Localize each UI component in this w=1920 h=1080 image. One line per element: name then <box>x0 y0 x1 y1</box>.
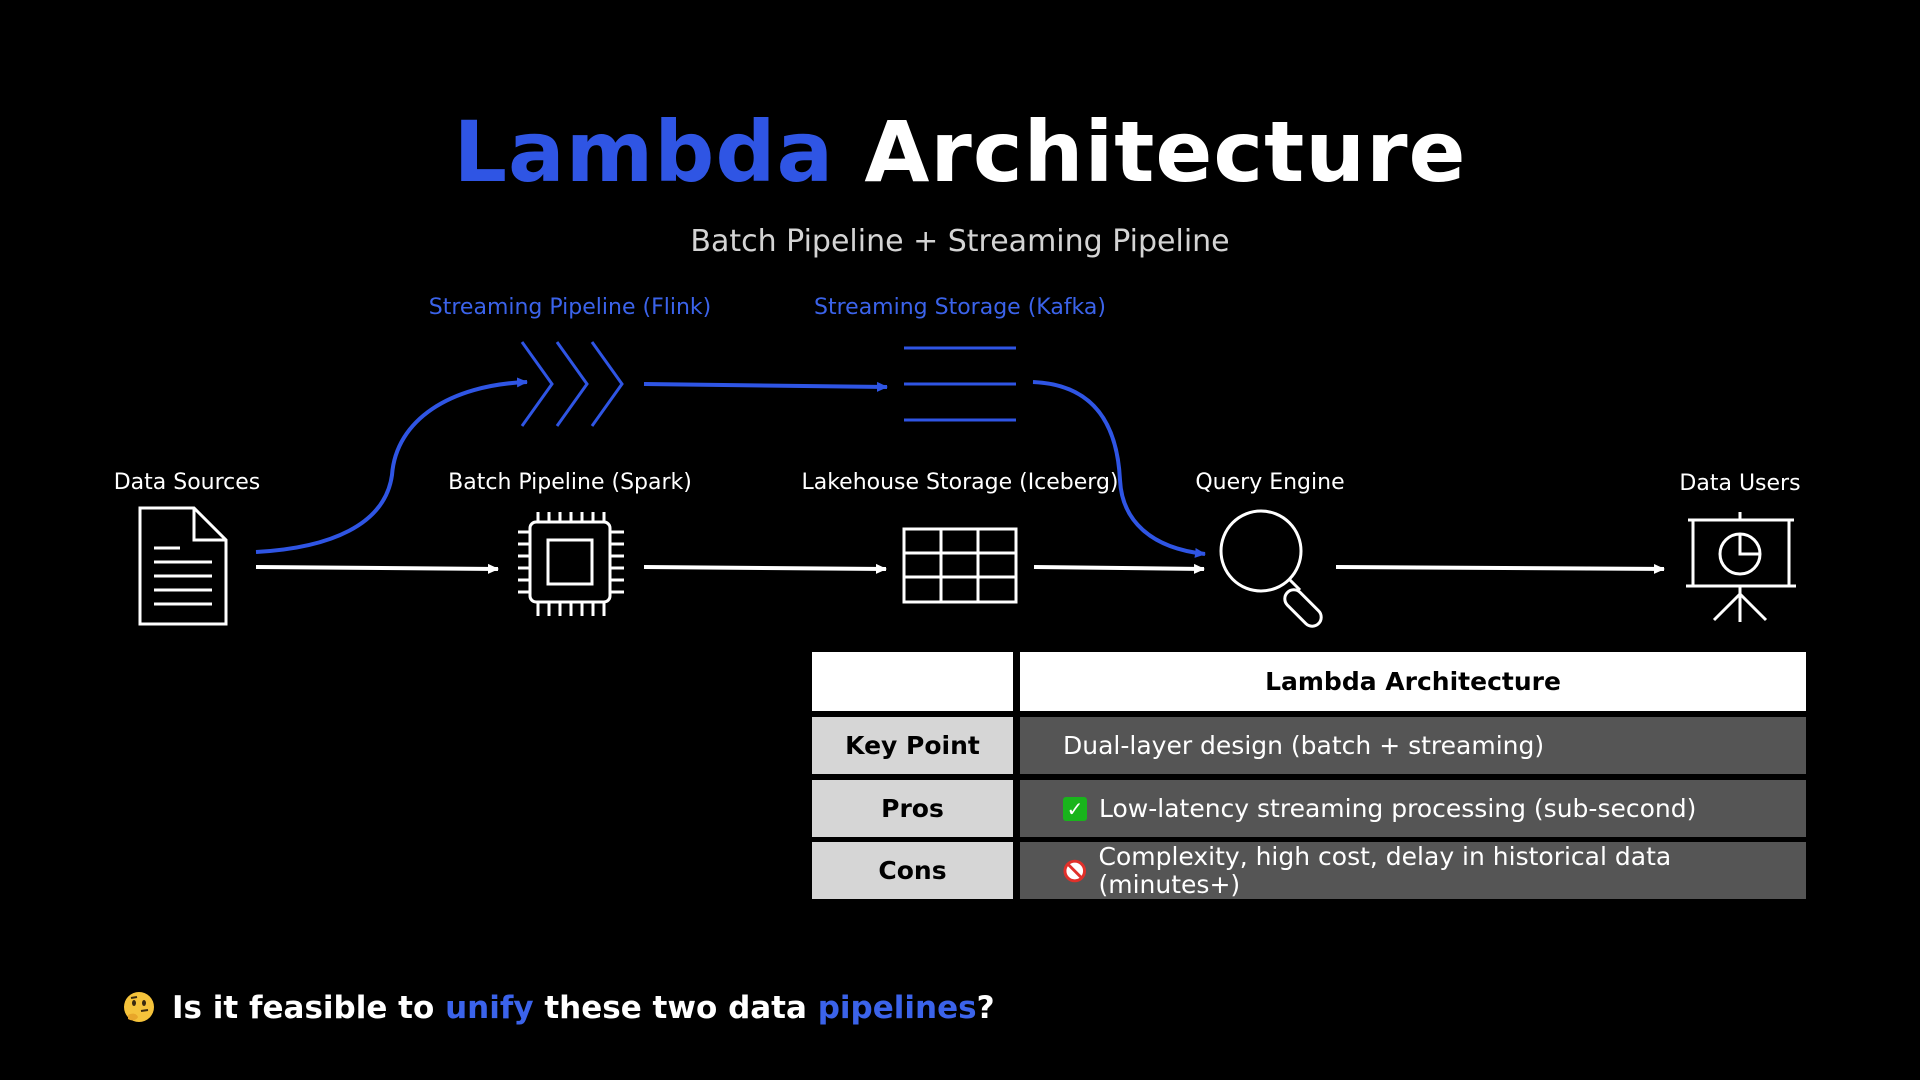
arrow-batch-to-lakehouse <box>643 563 887 574</box>
label-query-engine: Query Engine <box>1195 470 1345 495</box>
pros-text: Low-latency streaming processing (sub-se… <box>1099 793 1697 823</box>
cons-text: Complexity, high cost, delay in historic… <box>1098 841 1672 899</box>
key-point-text: Dual-layer design (batch + streaming) <box>1063 730 1545 760</box>
row-value-pros: ✓ Low-latency streaming processing (sub-… <box>1020 780 1806 837</box>
row-label-cons: Cons <box>812 842 1013 899</box>
arrow-kafka-to-query <box>1032 380 1206 558</box>
page-title: Lambda Architecture <box>0 100 1920 204</box>
check-icon: ✓ <box>1063 796 1087 821</box>
magnifier-icon <box>1219 509 1323 628</box>
cpu-chip-icon <box>518 512 624 616</box>
question-part3: ? <box>976 990 995 1026</box>
arrow-streaming-to-kafka <box>643 381 888 392</box>
presentation-board-icon <box>1686 512 1796 622</box>
closing-question: Is it feasible to unify these two data p… <box>122 986 995 1030</box>
no-entry-icon <box>1063 859 1087 882</box>
label-data-users: Data Users <box>1679 471 1801 496</box>
arrow-lakehouse-to-query <box>1033 563 1205 574</box>
table-header-title: Lambda Architecture <box>1020 652 1806 711</box>
row-label-pros: Pros <box>812 780 1013 837</box>
label-lakehouse-storage: Lakehouse Storage (Iceberg) <box>801 470 1119 495</box>
title-rest: Architecture <box>834 103 1467 201</box>
table-grid-icon <box>902 527 1018 604</box>
label-streaming-pipeline: Streaming Pipeline (Flink) <box>428 295 712 320</box>
thinking-face-icon <box>124 992 154 1022</box>
document-icon <box>138 506 228 626</box>
title-accent: Lambda <box>453 103 835 201</box>
table-header-empty-cell <box>812 652 1013 711</box>
row-value-key-point: Dual-layer design (batch + streaming) <box>1020 717 1806 774</box>
chevrons-icon <box>520 341 624 427</box>
label-data-sources: Data Sources <box>113 470 261 495</box>
label-streaming-storage: Streaming Storage (Kafka) <box>814 295 1106 320</box>
arrow-sources-to-streaming <box>255 377 528 554</box>
row-value-cons: Complexity, high cost, delay in historic… <box>1020 842 1806 899</box>
question-part2: these two data <box>533 990 818 1026</box>
question-highlight-pipelines: pipelines <box>817 990 977 1026</box>
label-batch-pipeline: Batch Pipeline (Spark) <box>448 470 692 495</box>
question-highlight-unify: unify <box>445 990 534 1026</box>
page-subtitle: Batch Pipeline + Streaming Pipeline <box>690 224 1230 259</box>
question-part1: Is it feasible to <box>172 990 446 1026</box>
row-label-key-point: Key Point <box>812 717 1013 774</box>
arrow-query-to-users <box>1335 563 1665 574</box>
queue-lines-icon <box>904 346 1016 422</box>
arrow-sources-to-batch <box>255 563 499 574</box>
